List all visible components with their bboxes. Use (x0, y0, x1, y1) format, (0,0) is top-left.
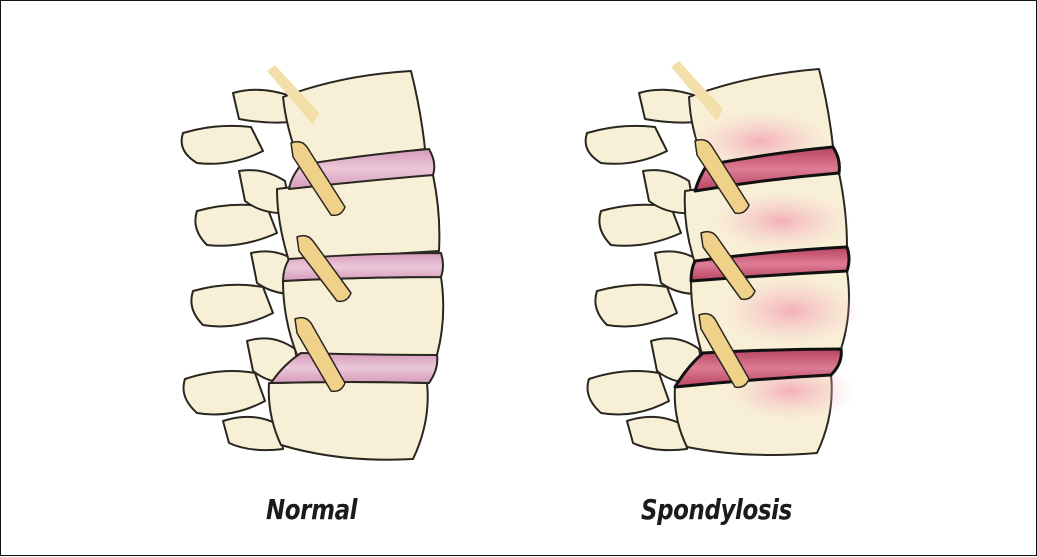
transverse-process (182, 126, 263, 164)
normal-label: Normal (266, 493, 357, 526)
transverse-process (588, 371, 670, 415)
intervertebral-disc (271, 353, 437, 383)
spondylosis-label: Spondylosis (641, 493, 792, 526)
spondylosis-spine (586, 61, 861, 455)
transverse-process (191, 285, 273, 327)
vertebral-body (269, 382, 428, 460)
transverse-process (595, 285, 677, 327)
normal-spine (182, 65, 444, 460)
transverse-process (184, 371, 266, 415)
transverse-process (586, 126, 667, 164)
